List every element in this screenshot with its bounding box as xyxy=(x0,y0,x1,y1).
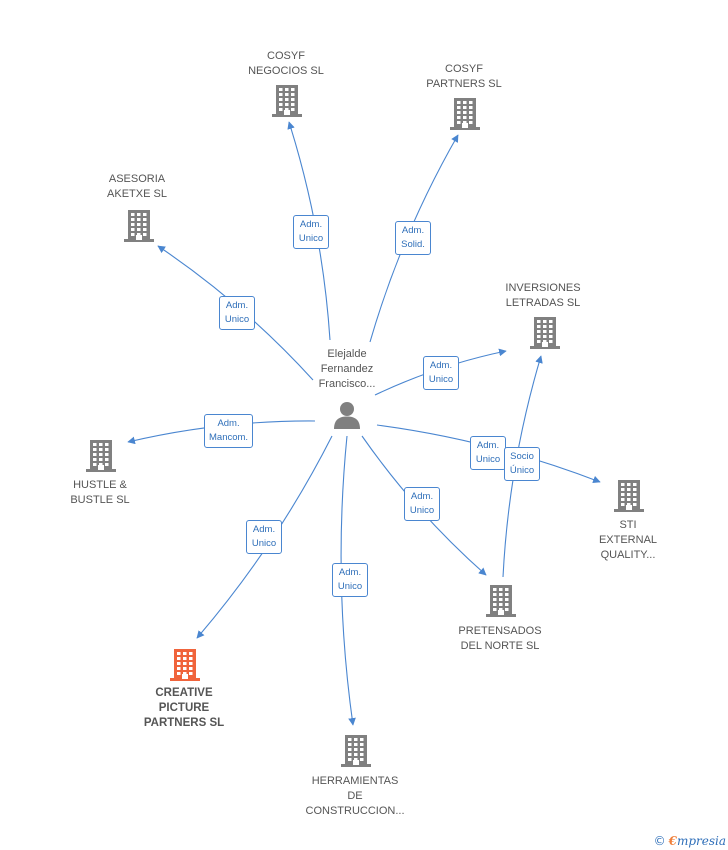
edge-label-pretensados[interactable]: Adm. Unico xyxy=(404,487,440,521)
brand-logo-letter: € xyxy=(668,834,677,848)
person-icon[interactable] xyxy=(331,399,363,431)
company-label-hustle-bustle[interactable]: HUSTLE & BUSTLE SL xyxy=(70,479,130,506)
brand-logo-text: mpresia xyxy=(676,834,726,848)
company-label-cosyf-partners[interactable]: COSYF PARTNERS SL xyxy=(426,63,502,90)
building-icon[interactable] xyxy=(530,315,560,349)
edge-label-inversiones-letradas[interactable]: Adm. Unico xyxy=(423,356,459,390)
company-label-inversiones-letradas[interactable]: INVERSIONES LETRADAS SL xyxy=(505,282,581,309)
building-icon[interactable] xyxy=(272,83,302,117)
edge-label-asesoria-aketxe[interactable]: Adm. Unico xyxy=(219,296,255,330)
building-icon[interactable] xyxy=(86,438,116,472)
building-icon[interactable] xyxy=(614,478,644,512)
company-label-creative-picture[interactable]: CREATIVE PICTURE PARTNERS SL xyxy=(143,687,225,729)
edge-label-cosyf-partners[interactable]: Adm. Solid. xyxy=(395,221,431,255)
building-icon[interactable] xyxy=(450,96,480,130)
edge-label-cosyf-negocios[interactable]: Adm. Unico xyxy=(293,215,329,249)
company-label-asesoria-aketxe[interactable]: ASESORIA AKETXE SL xyxy=(107,173,167,200)
edge-label-sti-external[interactable]: Adm. Unico xyxy=(470,436,506,470)
building-icon[interactable] xyxy=(341,733,371,767)
company-label-herramientas[interactable]: HERRAMIENTAS DE CONSTRUCCION... xyxy=(305,775,405,817)
person-label[interactable]: Elejalde Fernandez Francisco... xyxy=(318,348,376,390)
brand-footer: ©€mpresia xyxy=(654,834,726,848)
building-icon[interactable] xyxy=(170,647,200,681)
edge-label-pretensados-to-inversiones-letradas[interactable]: Socio Único xyxy=(504,447,540,481)
building-icon[interactable] xyxy=(486,583,516,617)
building-icon[interactable] xyxy=(124,208,154,242)
edge-label-hustle-bustle[interactable]: Adm. Mancom. xyxy=(204,414,254,448)
company-label-pretensados[interactable]: PRETENSADOS DEL NORTE SL xyxy=(458,625,542,652)
edge-label-creative-picture[interactable]: Adm. Unico xyxy=(246,520,282,554)
company-label-cosyf-negocios[interactable]: COSYF NEGOCIOS SL xyxy=(248,50,324,77)
edge-label-herramientas[interactable]: Adm. Unico xyxy=(332,563,368,597)
copyright-icon: © xyxy=(653,834,666,848)
company-label-sti-external[interactable]: STI EXTERNAL QUALITY... xyxy=(598,519,658,561)
